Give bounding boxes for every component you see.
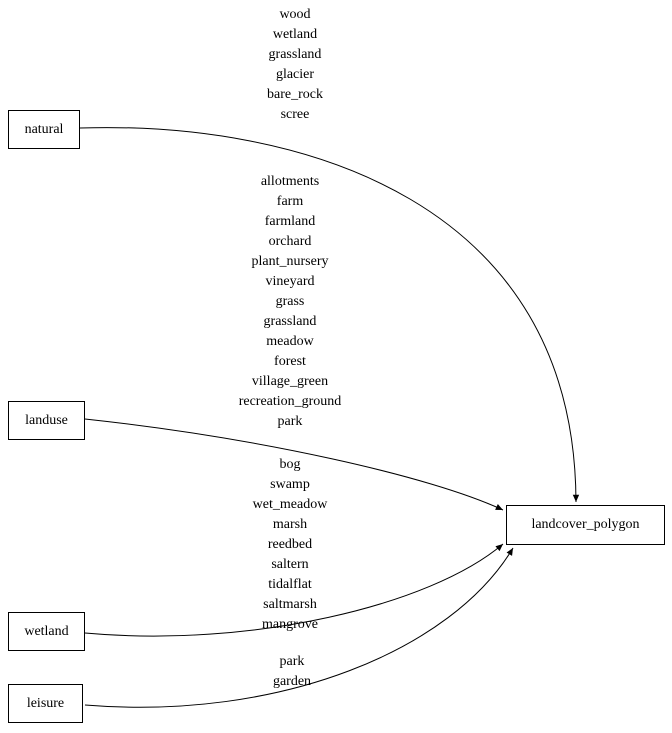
node-natural-label: natural [24, 121, 64, 137]
edge-label-line: glacier [275, 67, 315, 82]
edge-label-line: park [277, 414, 303, 429]
node-landcover-polygon-label: landcover_polygon [531, 517, 640, 532]
edge-label-line: farmland [264, 214, 316, 229]
node-natural: natural [8, 110, 80, 149]
edge-label-line: village_green [251, 374, 329, 389]
node-leisure-label: leisure [26, 695, 65, 711]
edge-label-line: wet_meadow [252, 497, 328, 512]
node-wetland: wetland [8, 612, 85, 651]
edge-label-leisure-values: park garden [273, 652, 311, 692]
edge-label-line: scree [280, 107, 310, 122]
edge-label-line: bog [279, 457, 301, 472]
edge-label-line: meadow [266, 334, 314, 349]
edge-label-line: saltmarsh [263, 597, 317, 612]
edge-label-line: farm [276, 194, 304, 209]
edge-label-line: saltern [271, 557, 309, 572]
edge-landuse-to-landcover-polygon [84, 418, 504, 511]
edge-label-line: mangrove [262, 617, 318, 632]
edge-label-line: swamp [270, 477, 310, 492]
node-landuse: landuse [8, 401, 85, 440]
edge-wetland-to-landcover-polygon [84, 543, 504, 637]
edge-leisure-to-landcover-polygon [84, 547, 514, 708]
edge-label-line: wetland [272, 27, 318, 42]
edge-label-line: grass [275, 294, 305, 309]
edge-label-line: reedbed [267, 537, 313, 552]
node-landuse-label: landuse [25, 412, 68, 428]
edge-label-line: orchard [268, 234, 312, 249]
edge-label-line: bare_rock [267, 87, 323, 102]
edge-label-line: tidalflat [268, 577, 312, 592]
edge-label-line: vineyard [265, 274, 315, 289]
node-wetland-label: wetland [24, 623, 69, 639]
edge-label-line: grassland [268, 47, 322, 62]
edge-label-line: marsh [272, 517, 308, 532]
edge-label-landuse-values: allotments farm farmland orchard plant_nurse… [239, 172, 342, 432]
edge-label-line: wood [279, 7, 311, 22]
edge-label-line: recreation_ground [238, 394, 342, 409]
edge-label-line: plant_nursery [251, 254, 329, 269]
edge-label-line: forest [274, 354, 306, 369]
edge-label-line: park [279, 654, 305, 669]
node-leisure: leisure [8, 684, 83, 723]
edge-label-line: grassland [263, 314, 317, 329]
edge-label-line: garden [272, 674, 312, 689]
edge-natural-to-landcover-polygon [79, 127, 580, 503]
node-landcover-polygon: landcover_polygon [506, 505, 665, 545]
edge-label-line: allotments [260, 174, 320, 189]
